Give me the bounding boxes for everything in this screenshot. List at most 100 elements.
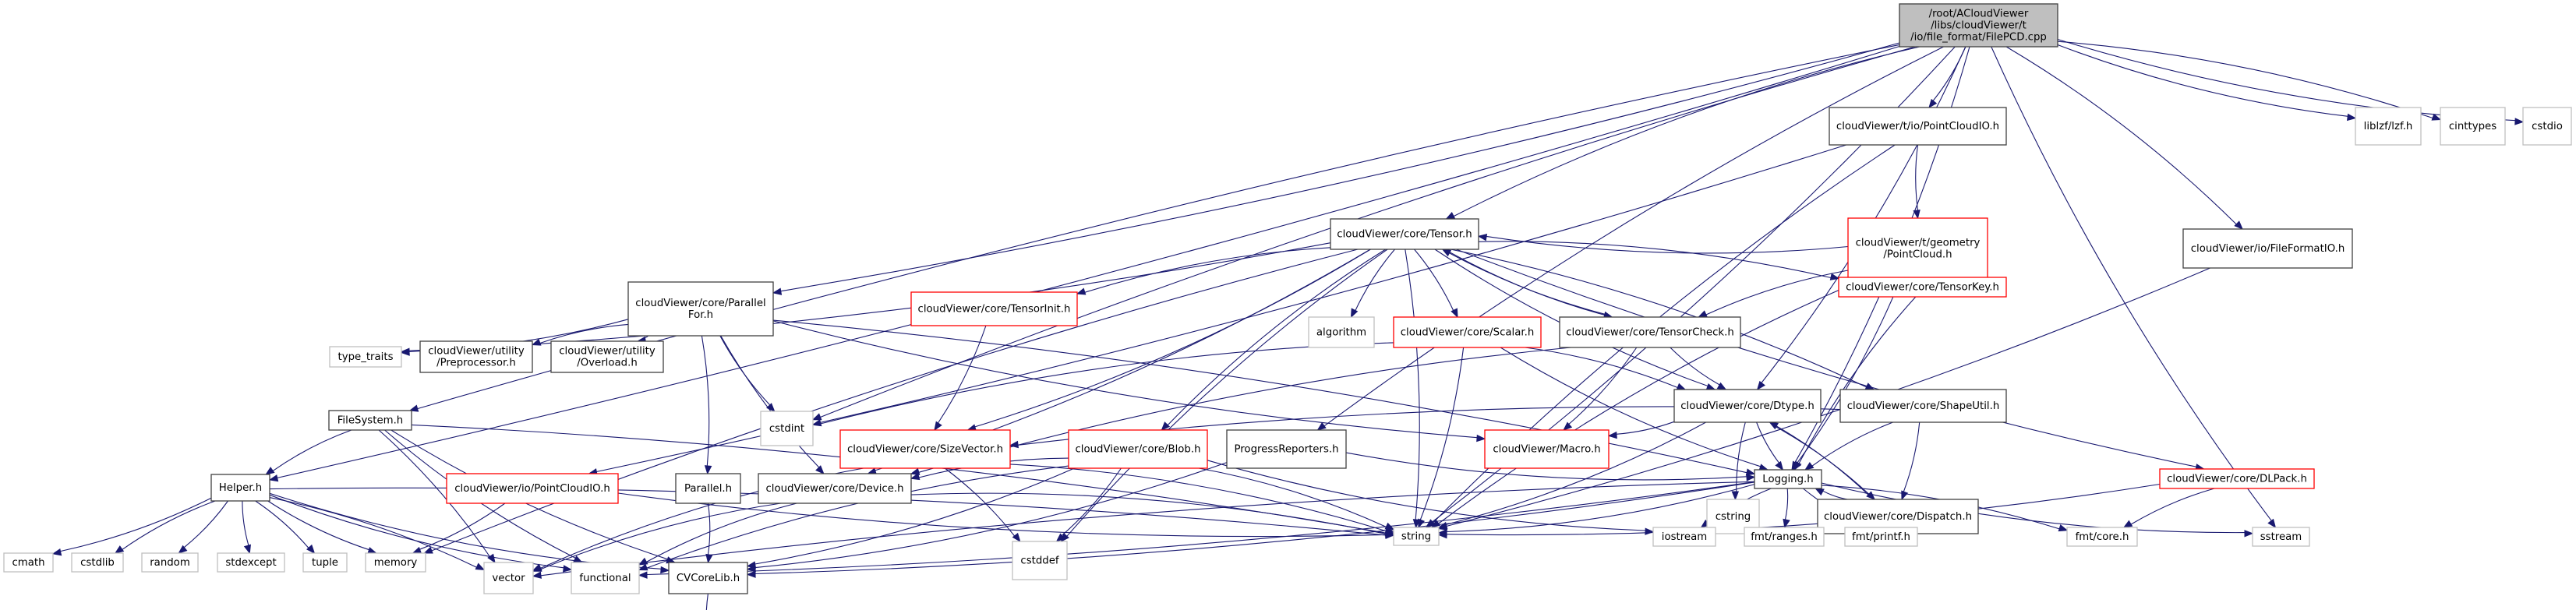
edge-root-to-liblzf (2057, 44, 2357, 122)
node-fmtprintf[interactable]: fmt/printf.h (1844, 527, 1918, 547)
node-t-point-cloud-i-o[interactable]: cloudViewer/t/io/PointCloudIO.h (1829, 107, 2007, 146)
arrow-head-icon (532, 571, 542, 579)
node-fmtranges[interactable]: fmt/ranges.h (1744, 527, 1825, 547)
edge-Logging-to-fmtranges (1783, 488, 1790, 529)
node-box (1226, 429, 1347, 469)
node-logging[interactable]: Logging.h (1754, 469, 1822, 489)
edge-ParallelFor-to-cstdint (719, 335, 776, 412)
edge-line (539, 323, 629, 344)
node-iostream[interactable]: iostream (1652, 527, 1716, 547)
node-cstddef[interactable]: cstddef (1012, 541, 1068, 580)
arrow-head-icon (423, 546, 433, 554)
node-algorithm[interactable]: algorithm (1308, 316, 1375, 348)
edge-root-to-FileFormatIO (2005, 46, 2244, 230)
edge-line (1066, 249, 1388, 537)
edge-FileSystem-to-vector (378, 429, 496, 564)
node-label: cloudViewer/core/Scalar.h (1401, 327, 1535, 339)
node-functional[interactable]: functional (571, 562, 640, 594)
node-preprocessor[interactable]: cloudViewer/utility/Preprocessor.h (419, 340, 533, 373)
node-tensor-check[interactable]: cloudViewer/core/TensorCheck.h (1559, 316, 1741, 348)
node-box (1559, 316, 1741, 348)
node-cstdlib[interactable]: cstdlib (71, 552, 124, 573)
node-cinttypes[interactable]: cinttypes (2440, 107, 2506, 146)
node-helper[interactable]: Helper.h (210, 474, 270, 502)
node-label: cloudViewer/core/Dtype.h (1680, 400, 1815, 412)
node-io-point-cloud-i-o[interactable]: cloudViewer/io/PointCloudIO.h (446, 473, 619, 504)
nodes-layer: /root/ACloudViewer/libs/cloudViewer/t/io… (3, 3, 2572, 594)
node-stdexcept[interactable]: stdexcept (217, 552, 285, 573)
node-label: cloudViewer/t/geometry (1856, 238, 1981, 249)
node-c-v-core-lib[interactable]: CVCoreLib.h (668, 562, 748, 594)
edge-line (1061, 467, 1122, 536)
node-dtype[interactable]: cloudViewer/core/Dtype.h (1673, 389, 1822, 423)
node-sstream[interactable]: sstream (2252, 527, 2310, 547)
node-vector[interactable]: vector (483, 562, 534, 594)
node-shape-util[interactable]: cloudViewer/core/ShapeUtil.h (1839, 389, 2007, 423)
edge-line (772, 320, 1478, 439)
node-size-vector[interactable]: cloudViewer/core/SizeVector.h (839, 429, 1011, 469)
arrow-head-icon (746, 565, 756, 573)
edge-Device-to-functional (638, 502, 797, 566)
node-liblzf[interactable]: liblzf/lzf.h (2355, 107, 2422, 146)
node-parallel[interactable]: Parallel.h (675, 473, 741, 504)
node-cmath[interactable]: cmath (3, 552, 54, 573)
arrow-head-icon (1476, 434, 1486, 443)
edge-line (1991, 46, 2272, 521)
node-box (1839, 389, 2007, 423)
node-label: type_traits (337, 351, 393, 363)
node-scalar[interactable]: cloudViewer/core/Scalar.h (1393, 316, 1542, 348)
node-tensor-init[interactable]: cloudViewer/core/TensorInit.h (910, 291, 1078, 326)
node-random[interactable]: random (141, 552, 199, 573)
node-label: cloudViewer/core/Tensor.h (1337, 229, 1472, 241)
edge-line (1009, 464, 1387, 532)
node-file-system[interactable]: FileSystem.h (328, 410, 412, 431)
arrow-head-icon (815, 465, 825, 474)
arrow-head-icon (2514, 118, 2525, 125)
edge-Blob-to-cstddef (1055, 467, 1122, 542)
edge-line (1084, 247, 1331, 293)
node-blob[interactable]: cloudViewer/core/Blob.h (1068, 429, 1208, 469)
node-file-format-i-o[interactable]: cloudViewer/io/FileFormatIO.h (2182, 228, 2353, 269)
node-tensor-key[interactable]: cloudViewer/core/TensorKey.h (1838, 277, 2007, 298)
node-progress-reporters[interactable]: ProgressReporters.h (1226, 429, 1347, 469)
arrow-head-icon (2058, 524, 2069, 532)
node-fmtcore[interactable]: fmt/core.h (2066, 527, 2138, 547)
node-box (1844, 527, 1918, 547)
node-box (910, 291, 1078, 326)
edge-line (1419, 347, 1465, 520)
node-tuple[interactable]: tuple (302, 552, 348, 573)
node-string[interactable]: string (1393, 527, 1440, 546)
node-box (2440, 107, 2506, 146)
arrow-head-icon (1645, 527, 1655, 535)
edge-Tensor-to-TensorInit (1076, 247, 1331, 295)
node-root[interactable]: /root/ACloudViewer/libs/cloudViewer/t/io… (1899, 3, 2058, 48)
node-type_traits[interactable]: type_traits (329, 346, 402, 368)
node-cstdio[interactable]: cstdio (2522, 107, 2572, 146)
edge-line (1784, 488, 1789, 520)
node-memory[interactable]: memory (365, 552, 426, 573)
arrow-head-icon (1769, 421, 1779, 430)
edge-line (1616, 421, 1675, 435)
edge-Helper-to-stdexcept (242, 500, 251, 555)
arrow-head-icon (704, 465, 712, 475)
edge-Logging-to-functional (638, 481, 1755, 579)
arrow-head-icon (1563, 421, 1573, 431)
edge-Blob-to-functional (638, 465, 1069, 571)
node-t-point-cloud[interactable]: cloudViewer/t/geometry/PointCloud.h (1847, 217, 1988, 280)
arrow-head-icon (408, 404, 419, 412)
edge-line (1405, 249, 1420, 520)
node-label: iostream (1662, 531, 1707, 543)
node-d-l-pack[interactable]: cloudViewer/core/DLPack.h (2159, 468, 2315, 489)
edge-line (1478, 241, 1832, 279)
node-device[interactable]: cloudViewer/core/Device.h (758, 473, 912, 504)
edge-line (910, 492, 1387, 534)
edge-Scalar-to-string (1418, 347, 1465, 529)
arrow-head-icon (638, 571, 648, 579)
node-label: cloudViewer/core/Blob.h (1075, 444, 1200, 456)
node-macro[interactable]: cloudViewer/Macro.h (1484, 429, 1610, 469)
node-cstdint[interactable]: cstdint (760, 411, 814, 446)
node-overload[interactable]: cloudViewer/utility/Overload.h (550, 340, 664, 373)
edge-Scalar-to-cstdint (811, 342, 1394, 427)
node-tensor[interactable]: cloudViewer/core/Tensor.h (1330, 218, 1479, 250)
